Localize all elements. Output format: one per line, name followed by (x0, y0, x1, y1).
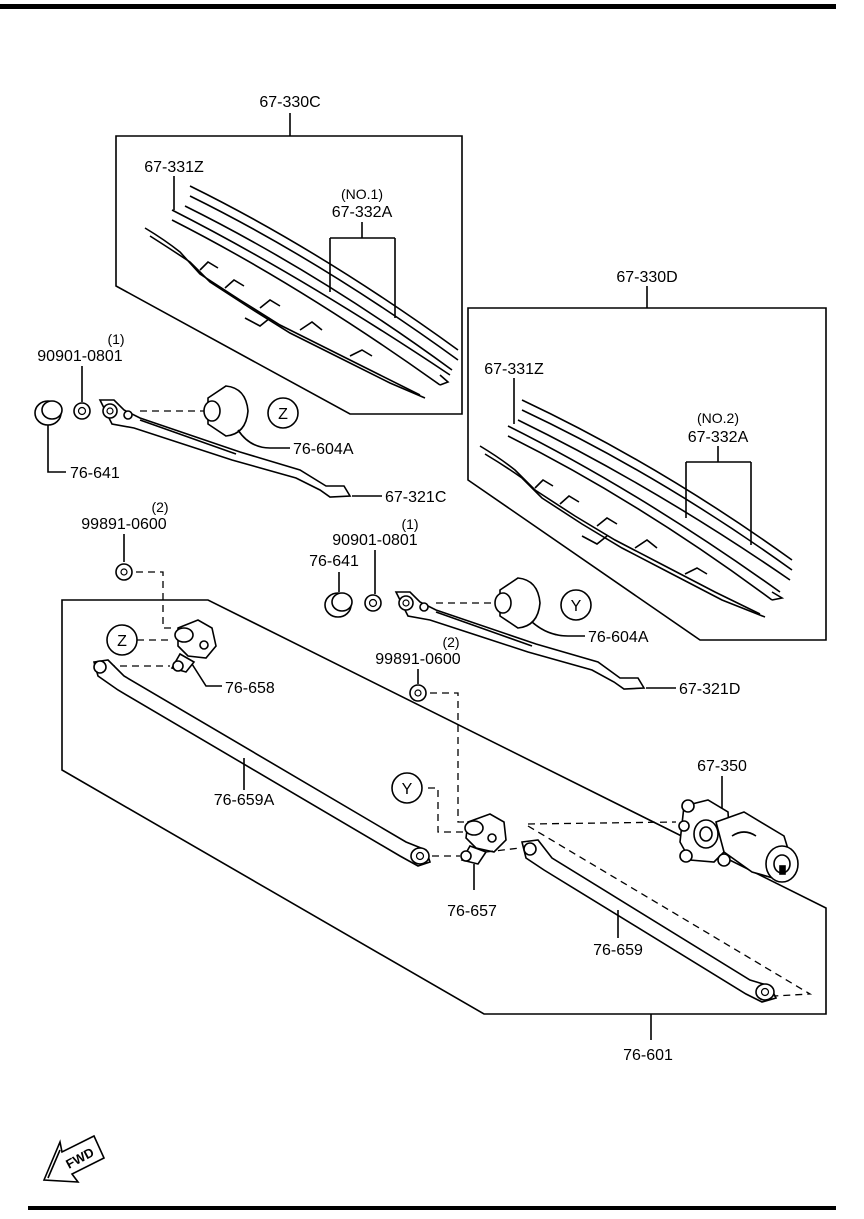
pivot-cover-left (207, 385, 249, 437)
link-left (92, 659, 432, 867)
nut-small-left-label: 99891-0600 (81, 516, 167, 533)
nut-right-qty: (1) (401, 516, 418, 532)
nut-right (364, 594, 382, 612)
callout-y-bottom (391, 772, 423, 804)
nut-small-right-qty: (2) (442, 634, 459, 650)
nut-small-right-label: 99891-0600 (375, 651, 461, 668)
arm-left-group: (1) 90901-0801 76-641 76-604A Z 67-321C (34, 331, 446, 506)
link-right-label: 76-659 (593, 942, 643, 959)
rubber-left-label: 67-332A (332, 204, 393, 221)
blade-assembly-right-label: 67-330D (616, 269, 677, 286)
nut-left (73, 402, 91, 420)
blade-assembly-left: 67-330C 67-331Z (NO.1) 67-332A (115, 94, 463, 415)
arm-right-label: 67-321D (679, 681, 740, 698)
fwd-arrow: FWD (42, 1134, 106, 1183)
callout-y-top-text: Y (571, 598, 582, 615)
motor-label: 67-350 (697, 758, 747, 775)
arm-right-group: (1) 90901-0801 76-641 76-604A Y 67-321D (309, 516, 740, 698)
linkage-assembly: 76-601 (2) 99891-0600 Z 76-658 76-659A (… (61, 499, 827, 1064)
blade-assembly-left-label: 67-330C (259, 94, 320, 111)
blade-left-label: 67-331Z (144, 159, 204, 176)
nut-left-label: 90901-0801 (37, 348, 123, 365)
callout-z-top-text: Z (278, 406, 288, 423)
cap-left-label: 76-641 (70, 465, 120, 482)
arm-left-label: 67-321C (385, 489, 446, 506)
cap-right-label: 76-641 (309, 553, 359, 570)
callout-z-bottom-text: Z (117, 633, 127, 650)
callout-y-bottom-text: Y (402, 781, 413, 798)
pivot-cover-left-label: 76-604A (293, 441, 354, 458)
callout-z-top (267, 397, 299, 429)
nut-small-right (409, 684, 427, 702)
callout-y-top (560, 589, 592, 621)
rubber-right-qty: (NO.2) (697, 410, 739, 426)
nut-left-qty: (1) (107, 331, 124, 347)
wiper-motor (678, 799, 799, 883)
pivot-left-label: 76-658 (225, 680, 275, 697)
link-left-label: 76-659A (214, 792, 275, 809)
link-right (521, 839, 778, 1003)
rubber-left-qty: (NO.1) (341, 186, 383, 202)
pivot-cover-right (499, 577, 541, 629)
blade-right-label: 67-331Z (484, 361, 544, 378)
pivot-cover-right-label: 76-604A (588, 629, 649, 646)
nut-small-left (115, 563, 133, 581)
bottom-rule (28, 1206, 836, 1210)
rubber-right-label: 67-332A (688, 429, 749, 446)
blade-assembly-left-frame (115, 135, 463, 415)
pivot-right-label: 76-657 (447, 903, 497, 920)
nut-right-label: 90901-0801 (332, 532, 418, 549)
linkage-assembly-frame (61, 599, 827, 1015)
blade-assembly-right: 67-330D 67-331Z (NO.2) 67-332A (467, 269, 827, 641)
linkage-assembly-label: 76-601 (623, 1047, 673, 1064)
nut-small-left-qty: (2) (151, 499, 168, 515)
blade-assembly-right-frame (467, 307, 827, 641)
top-rule (0, 4, 836, 9)
